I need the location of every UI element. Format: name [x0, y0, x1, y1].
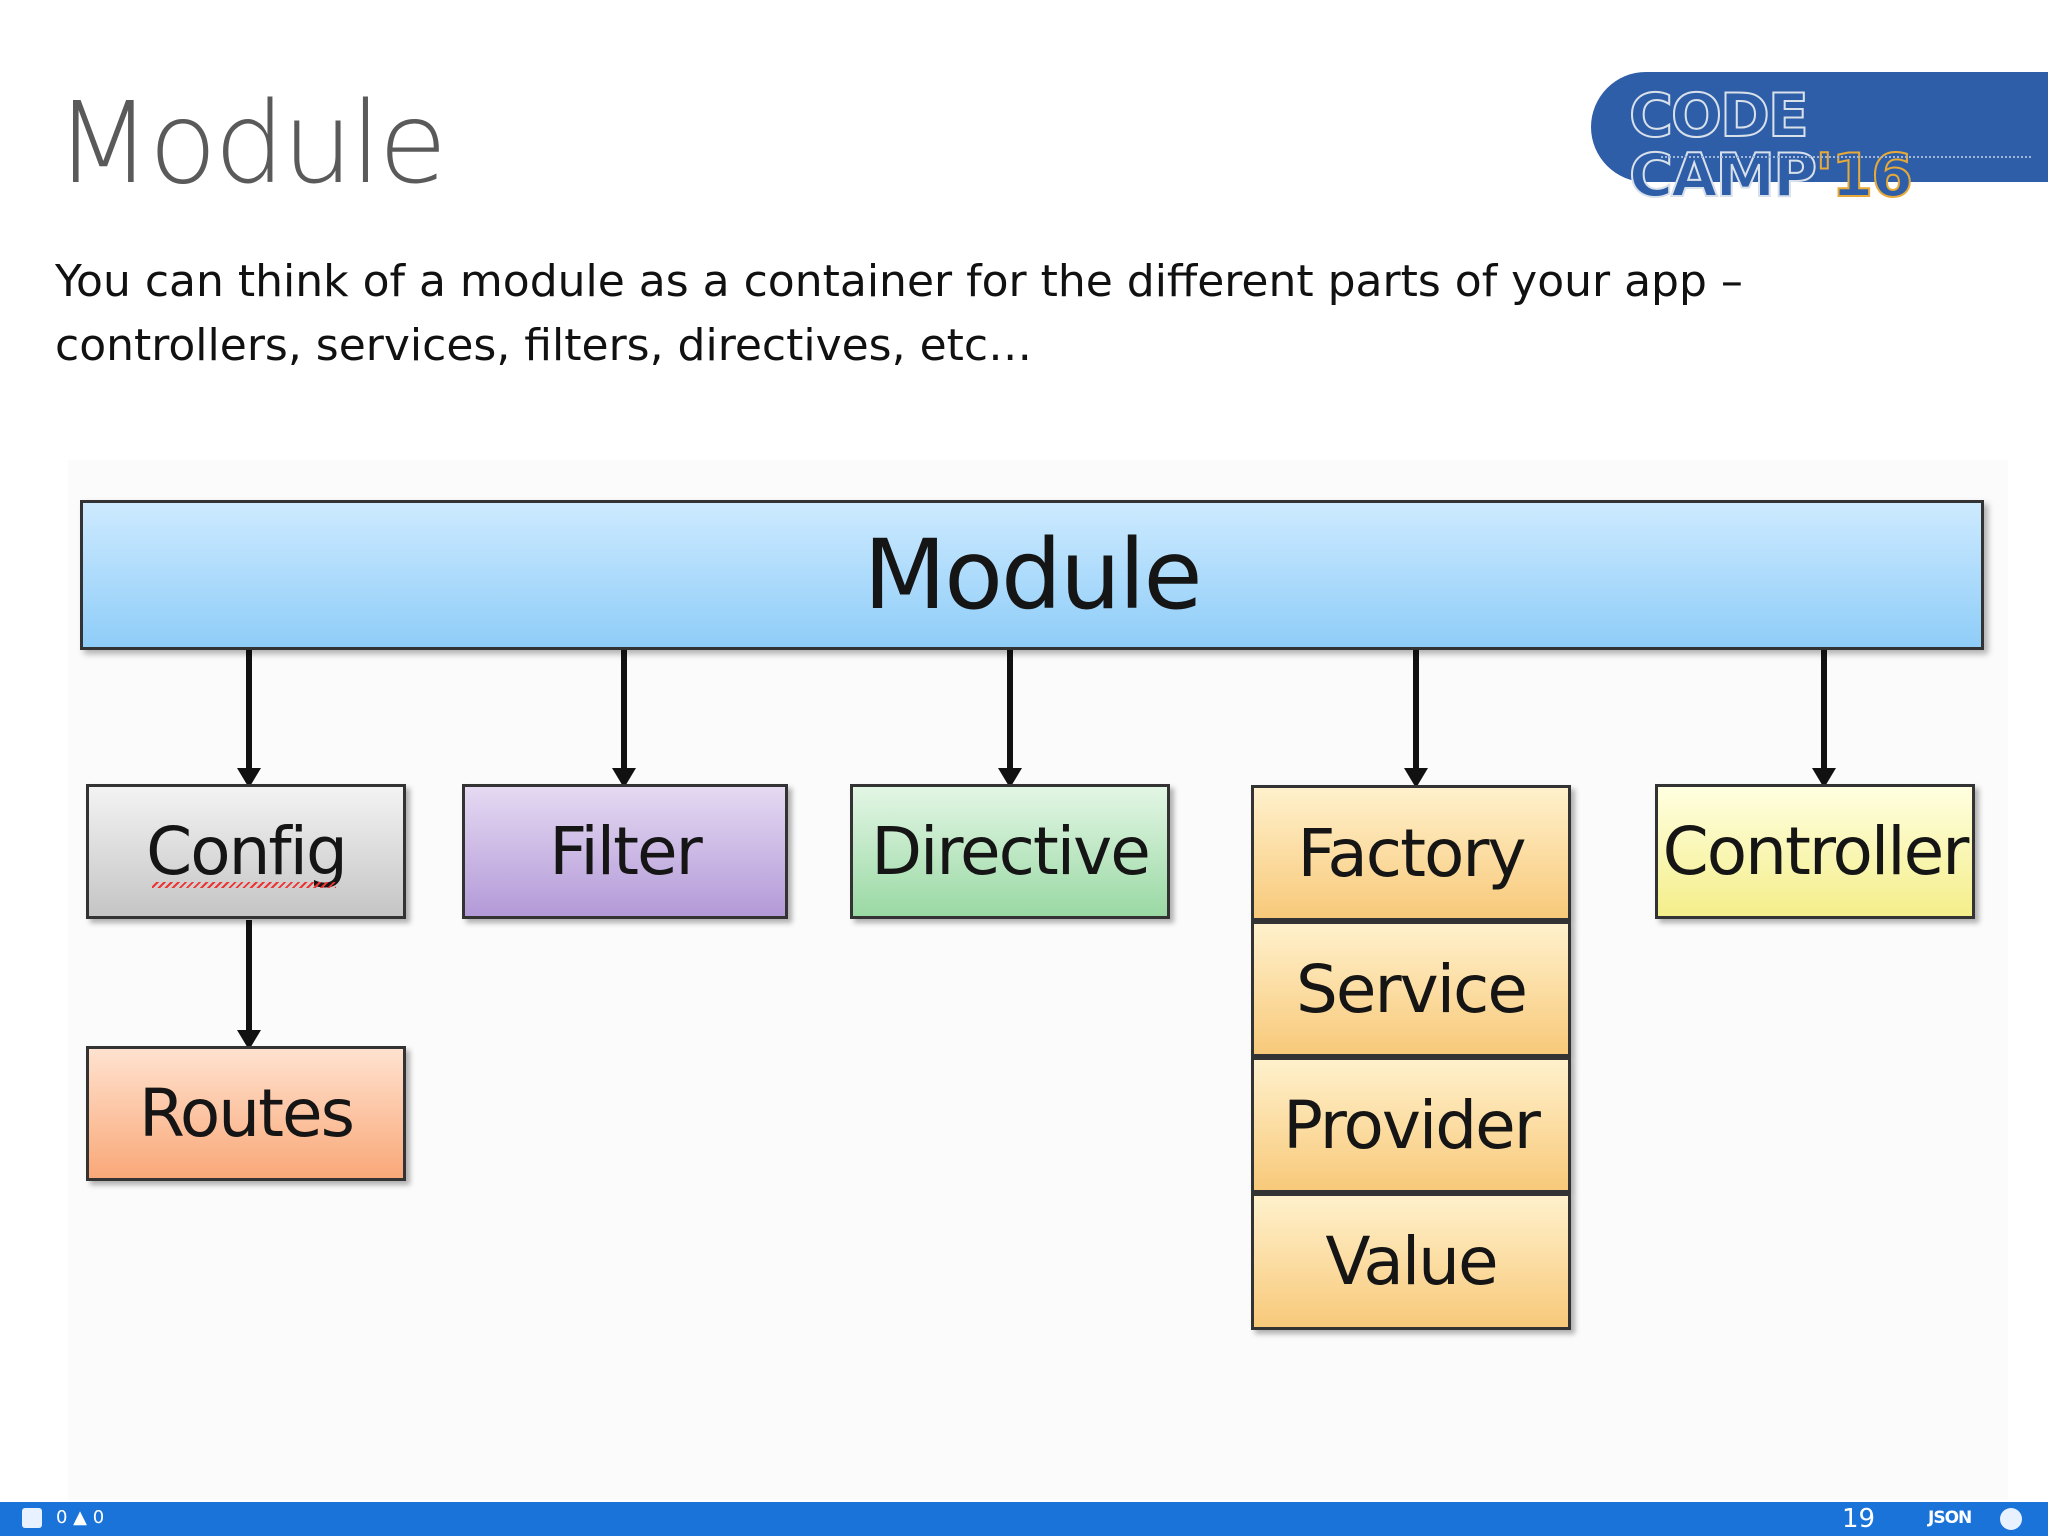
arrowhead-controller: [1812, 768, 1836, 788]
config-spellcheck-underline: [152, 882, 336, 888]
language-mode[interactable]: JSON: [1928, 1508, 1972, 1528]
provider-box: Provider: [1251, 1057, 1571, 1193]
routes-box: Routes: [86, 1046, 406, 1181]
page-number: 19: [1842, 1504, 1876, 1534]
feedback-icon[interactable]: [2000, 1508, 2022, 1530]
remote-icon[interactable]: [22, 1507, 42, 1528]
arrowhead-config: [237, 768, 261, 788]
codecamp-logo: CODE CAMP'16: [1591, 72, 2048, 207]
arrowhead-factory: [1404, 768, 1428, 788]
problems-counter[interactable]: 0 ▲ 0: [56, 1507, 105, 1528]
service-box: Service: [1251, 921, 1571, 1057]
value-box: Value: [1251, 1193, 1571, 1330]
controller-box: Controller: [1655, 784, 1975, 919]
filter-box: Filter: [462, 784, 788, 919]
arrowhead-directive: [998, 768, 1022, 788]
module-bar: Module: [80, 500, 1984, 650]
status-bar: 0 ▲ 0 19 JSON: [0, 1502, 2048, 1536]
logo-text-accent: '16: [1814, 141, 1914, 211]
slide-body-text: You can think of a module as a container…: [55, 256, 1743, 371]
slide-title: Module: [55, 79, 447, 209]
config-box: Config: [86, 784, 406, 919]
arrowhead-routes: [237, 1030, 261, 1050]
logo-text-main: CODE CAMP: [1628, 81, 1818, 211]
directive-box: Directive: [850, 784, 1170, 919]
logo-tagline-line: [1661, 156, 2031, 161]
factory-box: Factory: [1251, 785, 1571, 921]
arrowhead-filter: [612, 768, 636, 788]
